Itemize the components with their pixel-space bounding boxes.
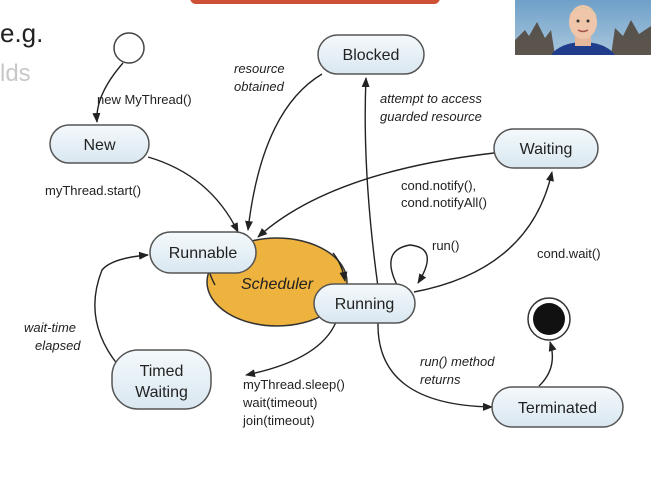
state-blocked: Blocked: [317, 34, 425, 75]
label-resource-obtained-1: resource: [234, 61, 285, 76]
label-wait-time-2: elapsed: [35, 338, 81, 353]
arrow-scheduler-to-running: [332, 252, 348, 282]
arrow-run-self-loop: [390, 244, 428, 286]
label-new-mythread: new MyThread(): [97, 92, 192, 107]
label-cond-notify-2: cond.notifyAll(): [401, 195, 487, 210]
state-timed-waiting-label-2: Waiting: [135, 384, 188, 401]
state-terminated-label: Terminated: [518, 400, 597, 417]
slide-text-lds: lds: [0, 60, 31, 87]
arrow-blocked-to-runnable: [245, 73, 323, 231]
state-running-label: Running: [335, 296, 395, 313]
arrow-terminated-to-final: [538, 341, 557, 387]
label-sleep-1: myThread.sleep(): [243, 377, 345, 392]
label-run-returns-1: run() method: [420, 354, 495, 369]
state-new-label: New: [83, 137, 115, 154]
state-running: Running: [313, 283, 416, 324]
final-state: [527, 297, 571, 341]
state-runnable-label: Runnable: [169, 245, 238, 262]
arrow-running-to-blocked: [361, 77, 379, 288]
state-blocked-label: Blocked: [343, 47, 400, 64]
label-cond-notify-1: cond.notify(),: [401, 178, 476, 193]
initial-state-circle: [113, 32, 145, 64]
slide-text-eg: e.g.: [0, 18, 44, 48]
state-timed-waiting: Timed Waiting: [111, 349, 212, 410]
scheduler-label: Scheduler: [241, 276, 314, 293]
state-timed-waiting-label-1: Timed: [140, 363, 184, 380]
label-mythread-start: myThread.start(): [45, 183, 141, 198]
label-resource-obtained-2: obtained: [234, 79, 285, 94]
arrow-running-to-waiting: [413, 171, 554, 293]
arrow-waiting-to-runnable: [257, 152, 495, 238]
arrow-running-to-timed-waiting: [245, 321, 337, 378]
state-waiting-label: Waiting: [520, 141, 573, 158]
arrow-timed-waiting-to-runnable: [94, 251, 149, 366]
label-wait-time-1: wait-time: [24, 320, 76, 335]
label-sleep-3: join(timeout): [242, 413, 315, 428]
arrow-initial-to-new: [92, 62, 124, 123]
webcam-video: [515, 0, 651, 55]
state-new: New: [49, 124, 150, 164]
arrow-running-to-terminated: [377, 321, 493, 411]
label-attempt-access-2: guarded resource: [380, 109, 482, 124]
label-cond-wait: cond.wait(): [537, 246, 601, 261]
arrow-new-to-runnable: [147, 156, 239, 233]
title-fragment: [190, 0, 440, 4]
state-terminated: Terminated: [491, 386, 624, 428]
label-sleep-2: wait(timeout): [242, 395, 317, 410]
label-run: run(): [432, 238, 459, 253]
label-run-returns-2: returns: [420, 372, 461, 387]
transition-arrows: [92, 62, 557, 411]
state-runnable: Runnable: [149, 231, 257, 274]
state-waiting: Waiting: [493, 128, 599, 169]
label-attempt-access-1: attempt to access: [380, 91, 482, 106]
